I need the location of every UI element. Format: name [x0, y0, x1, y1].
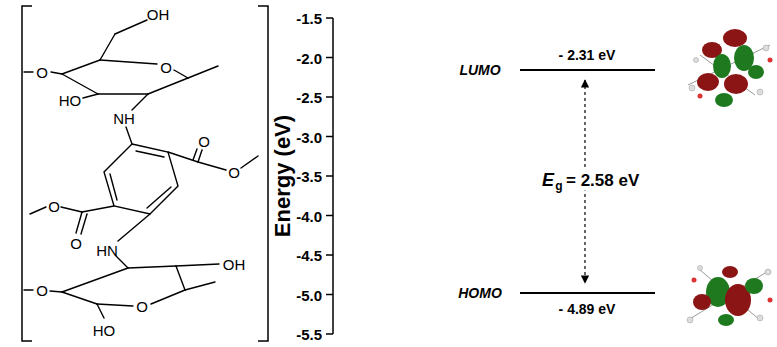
tick-label: -2.0 — [296, 50, 322, 65]
atom-label: O — [228, 165, 240, 180]
atom-label: HO — [59, 93, 82, 108]
gap-value: = 2.58 eV — [564, 170, 641, 191]
atom-label: O — [48, 199, 60, 214]
level-name: HOMO — [458, 286, 502, 300]
tick-label: -4.0 — [296, 208, 322, 223]
tick-label: -2.5 — [296, 90, 322, 105]
atom-label: OH — [147, 7, 170, 22]
atom-label: HO — [93, 323, 116, 338]
energy-value: - 4.89 eV — [559, 302, 616, 316]
tick-label: -4.5 — [296, 248, 322, 263]
gap-symbol: E — [542, 170, 554, 190]
atom-label: O — [198, 134, 210, 149]
bracket — [22, 6, 268, 341]
atom-label: O — [36, 65, 48, 80]
axis-title: Energy (eV) — [272, 115, 294, 237]
tick-label: -3.0 — [296, 129, 322, 144]
level-name: LUMO — [459, 63, 500, 77]
structure-bonds — [24, 20, 258, 318]
tick-label: -5.5 — [296, 327, 322, 342]
tick-label: -5.0 — [296, 287, 322, 302]
atom-label: HN — [96, 243, 118, 258]
tick-label: -1.5 — [296, 11, 322, 26]
homo-orbital — [687, 266, 773, 327]
atom-label: OH — [223, 257, 246, 272]
atom-label: O — [70, 236, 82, 251]
energy-level — [520, 70, 655, 293]
tick-label: -3.5 — [296, 169, 322, 184]
energy-axis — [326, 18, 333, 334]
atom-label: O — [136, 299, 148, 314]
gap-subscript: g — [555, 180, 562, 192]
atom-label: O — [36, 283, 48, 298]
lumo-orbital — [688, 29, 773, 107]
energy-value: - 2.31 eV — [559, 48, 616, 62]
atom-label: O — [160, 60, 172, 75]
atom-label: NH — [113, 111, 135, 126]
